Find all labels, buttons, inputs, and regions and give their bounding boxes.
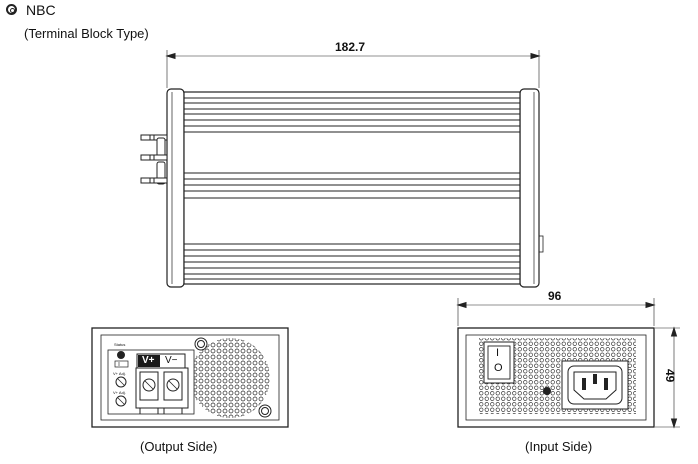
model-subtitle: (Terminal Block Type)	[24, 26, 149, 41]
adj-label-2: V+ Adj.	[113, 390, 126, 395]
input-side-caption: (Input Side)	[525, 439, 593, 454]
switch-on-label: I	[496, 347, 500, 359]
adj-label-1: V+ Adj.	[113, 371, 126, 376]
bullet-icon	[6, 4, 17, 15]
status-label: Status	[114, 342, 126, 347]
output-side-view	[91, 327, 289, 428]
top-view	[140, 50, 544, 288]
height-dimension: 49	[663, 369, 677, 383]
length-dimension: 182.7	[335, 40, 366, 54]
switch-off-label: O	[494, 362, 503, 374]
terminal-negative: V−	[165, 355, 178, 366]
terminal-positive: V+	[142, 355, 155, 366]
width-dimension: 96	[548, 289, 562, 303]
input-side-view	[456, 298, 680, 429]
model-title: NBC	[26, 2, 56, 18]
output-side-caption: (Output Side)	[140, 439, 218, 454]
